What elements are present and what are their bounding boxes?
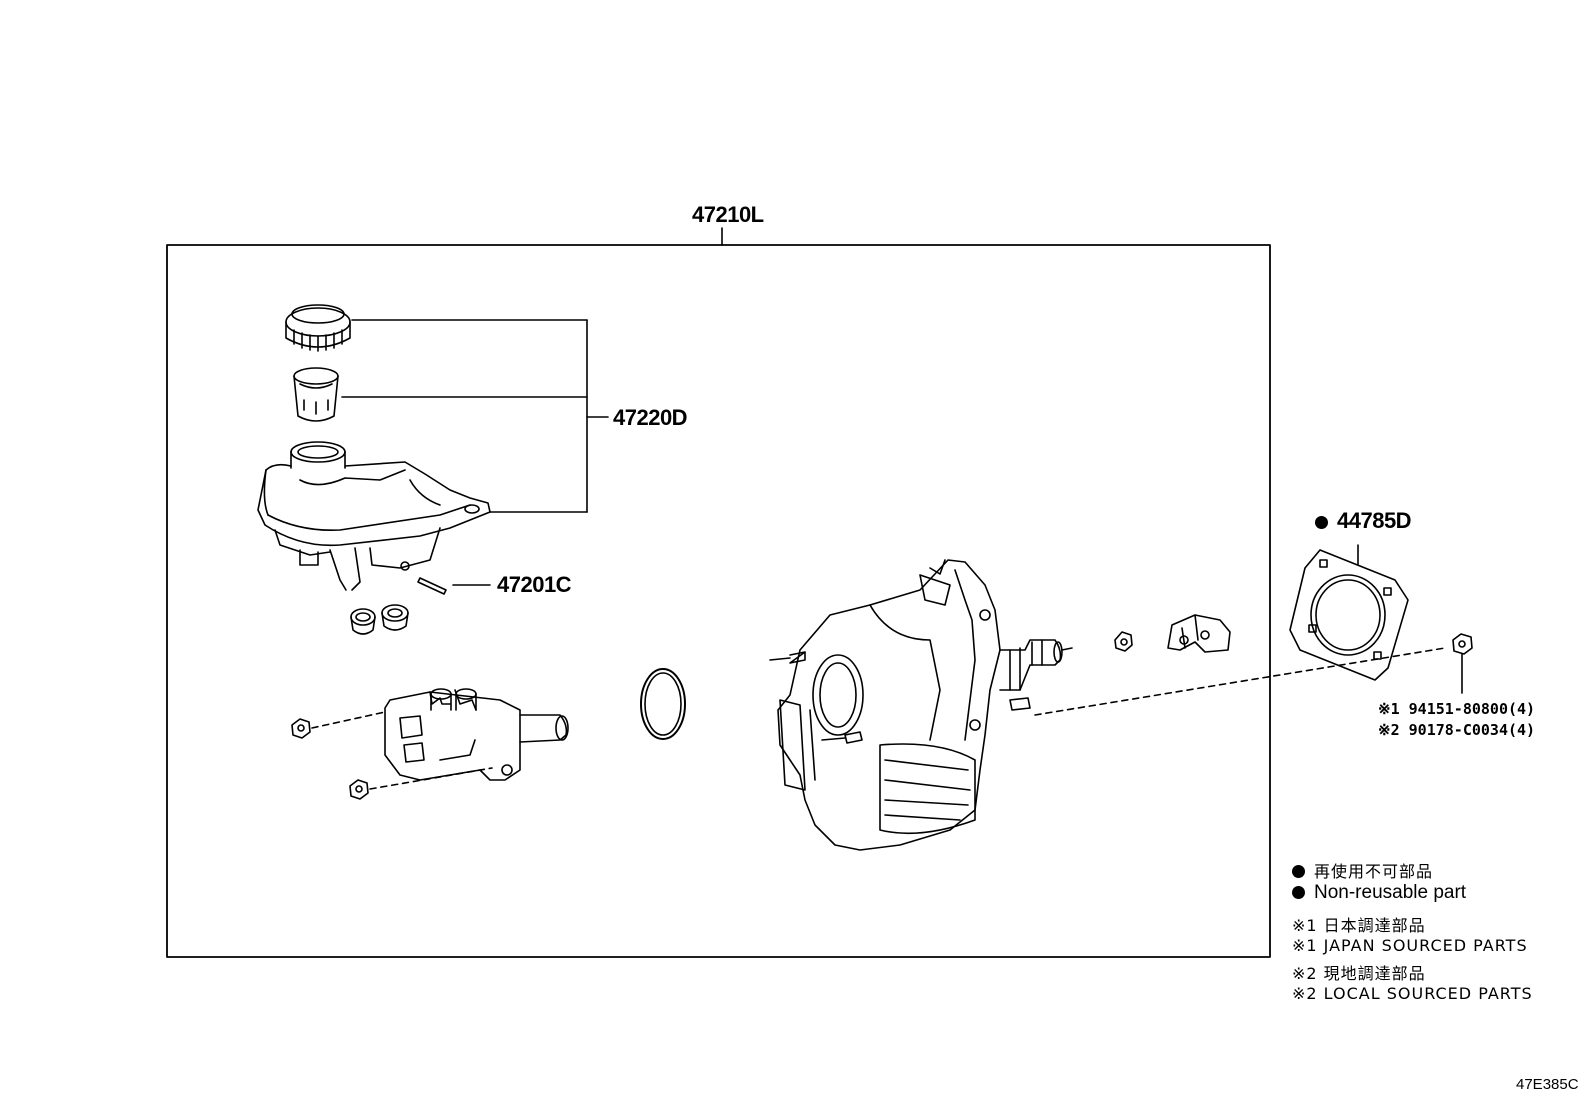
dashed-guides <box>311 647 1446 790</box>
legend-japan-jp: ※1 日本調達部品 <box>1292 916 1426 935</box>
figure-reference: 47E385C <box>1516 1076 1579 1093</box>
gasket-part-number: 44785D <box>1315 508 1412 534</box>
nut-note-local: ※2 90178-C0034(4) <box>1378 721 1536 739</box>
master-cylinder-icon <box>384 688 569 781</box>
pin-icon <box>417 577 491 595</box>
legend-non-reusable-jp: 再使用不可部品 <box>1292 858 1433 882</box>
nut-icon-upper <box>291 718 311 739</box>
clevis-icon <box>1167 614 1231 653</box>
strainer-icon <box>293 367 339 422</box>
non-reusable-dot-icon <box>1315 516 1328 529</box>
grommet-icon <box>350 604 409 635</box>
pin-part-number: 47201C <box>497 572 572 597</box>
legend-dot-icon <box>1292 886 1305 899</box>
gasket-icon <box>1289 544 1409 681</box>
flange-nut-icon <box>1452 633 1473 694</box>
assembly-frame <box>166 244 1271 958</box>
reservoir-cap-icon <box>285 304 351 352</box>
o-ring-icon <box>640 668 686 740</box>
reservoir-bracket <box>341 319 609 513</box>
clevis-nut-icon <box>1114 631 1133 652</box>
brake-booster-icon <box>769 559 1073 851</box>
nut-note-japan: ※1 94151-80800(4) <box>1378 700 1536 718</box>
gasket-label: 44785D <box>1337 508 1412 533</box>
assembly-part-number: 47210L <box>692 202 764 227</box>
reservoir-set-part-number: 47220D <box>613 405 688 430</box>
legend-dot-icon <box>1292 865 1305 878</box>
legend-local-en: ※2 LOCAL SOURCED PARTS <box>1292 984 1533 1003</box>
legend-local-jp: ※2 現地調達部品 <box>1292 964 1426 983</box>
reservoir-tank-icon <box>257 441 491 591</box>
legend-japan-en: ※1 JAPAN SOURCED PARTS <box>1292 936 1528 955</box>
legend-non-reusable-en: Non-reusable part <box>1292 882 1466 904</box>
nut-icon-lower <box>349 779 369 800</box>
